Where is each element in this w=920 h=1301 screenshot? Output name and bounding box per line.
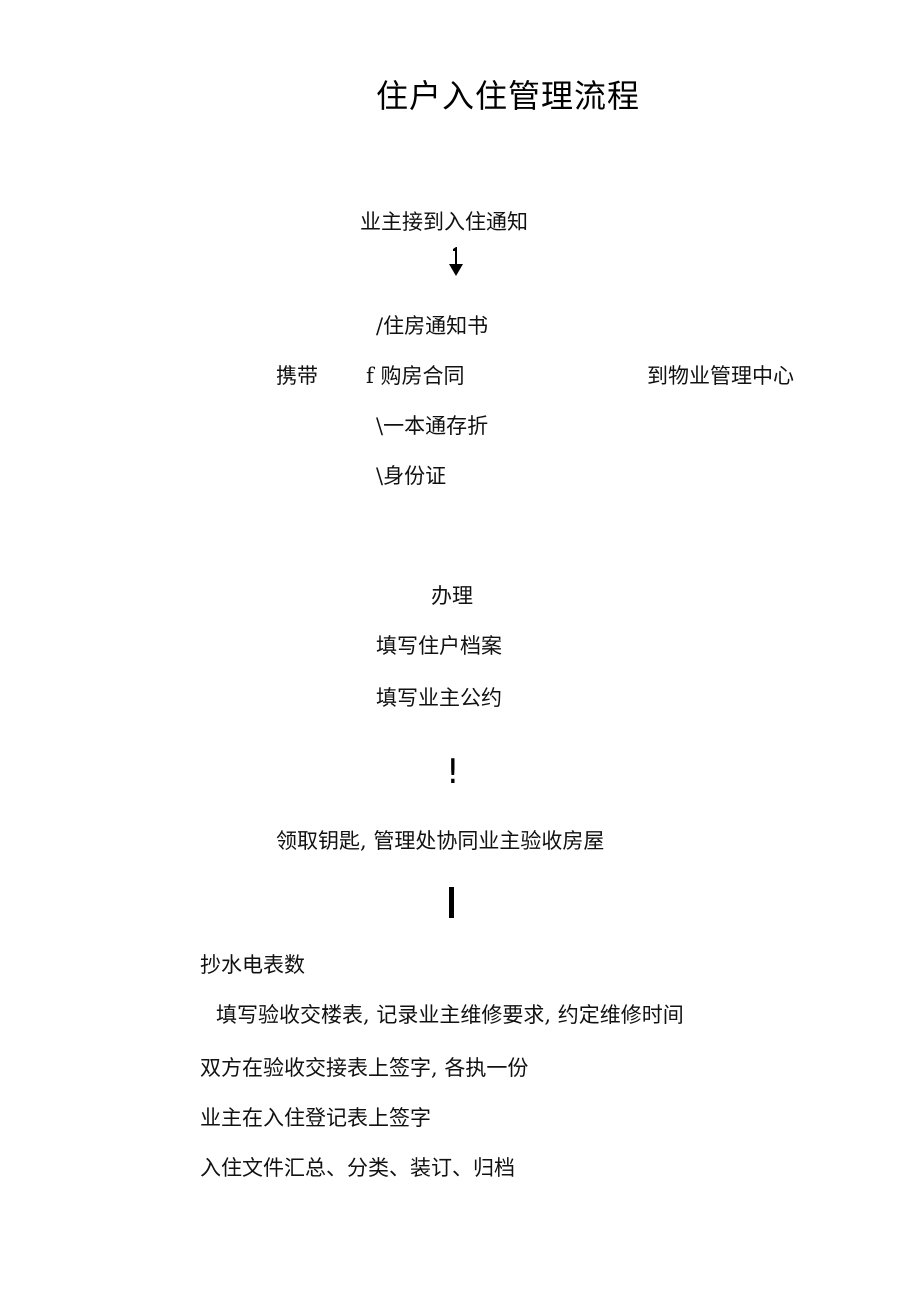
arrow-down-icon <box>449 247 463 276</box>
carry-destination: 到物业管理中心 <box>647 364 794 388</box>
carry-item-housing-notice: /住房通知书 <box>376 314 489 338</box>
step-receive-notice: 业主接到入住通知 <box>360 210 528 234</box>
carry-item-passbook: \一本通存折 <box>376 414 489 438</box>
handle-label: 办理 <box>431 584 473 608</box>
carry-label: 携带 <box>276 364 318 388</box>
handle-item-owner-covenant: 填写业主公约 <box>376 686 502 710</box>
final-step-handover-form: 填写验收交楼表, 记录业主维修要求, 约定维修时间 <box>216 1003 684 1027</box>
carry-item-purchase-contract: f 购房合同 <box>366 364 465 388</box>
page-title: 住户入住管理流程 <box>376 77 641 115</box>
step-collect-keys: 领取钥匙, 管理处协同业主验收房屋 <box>276 829 605 853</box>
final-step-meter-reading: 抄水电表数 <box>200 953 305 977</box>
final-step-both-sign: 双方在验收交接表上签字, 各执一份 <box>200 1056 529 1080</box>
final-step-owner-sign: 业主在入住登记表上签字 <box>200 1106 431 1130</box>
carry-item-id-card: \身份证 <box>376 464 447 488</box>
final-step-archive: 入住文件汇总、分类、装订、归档 <box>200 1156 515 1180</box>
handle-item-resident-file: 填写住户档案 <box>376 634 502 658</box>
vertical-bar-connector-icon <box>449 887 454 918</box>
exclamation-connector-icon: ! <box>446 752 460 792</box>
